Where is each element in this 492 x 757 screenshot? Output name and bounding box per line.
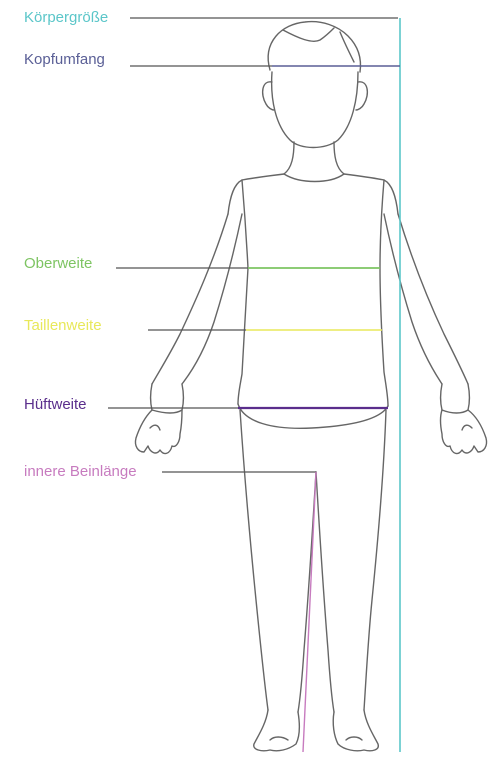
height-label: Körpergröße xyxy=(24,9,108,27)
inseam-measure-line xyxy=(303,472,316,752)
inseam-label: innere Beinlänge xyxy=(24,463,137,481)
head-circumference-label: Kopfumfang xyxy=(24,51,105,69)
head-outline xyxy=(263,22,368,182)
waist-label: Taillenweite xyxy=(24,317,102,335)
legs-outline xyxy=(240,410,386,751)
chest-label: Oberweite xyxy=(24,255,92,273)
left-arm-outline xyxy=(135,214,242,453)
hip-label: Hüftweite xyxy=(24,396,87,414)
torso-outline xyxy=(228,174,398,428)
